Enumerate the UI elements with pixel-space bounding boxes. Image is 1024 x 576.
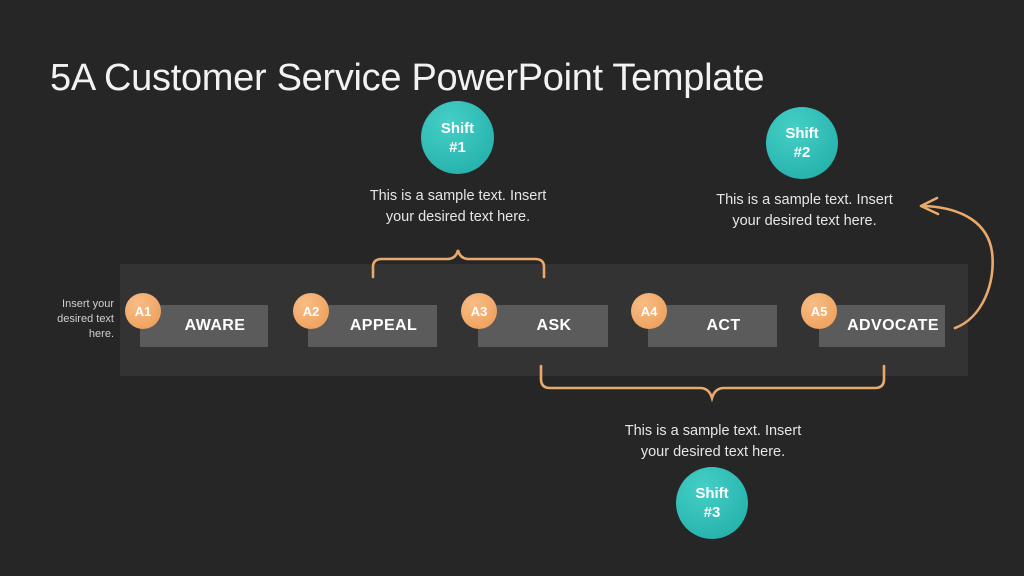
stage-label-act: ACT: [706, 317, 741, 334]
shift-1-label-line1: Shift: [440, 119, 475, 137]
shift-3-caption-line2: your desired text here.: [640, 444, 786, 460]
shift-1-label-line2: #1: [449, 138, 466, 156]
shift-2-caption: This is a sample text. Insert your desir…: [692, 190, 917, 232]
page-title: 5A Customer Service PowerPoint Template: [50, 57, 765, 100]
shift-2-label-line2: #2: [793, 144, 811, 161]
stage-label-advocate: ADVOCATE: [847, 317, 939, 334]
stage-box-advocate[interactable]: ADVOCATE: [819, 305, 945, 347]
shift-1-circle[interactable]: Shift #1: [421, 101, 494, 174]
stage-number-a1: A1: [134, 303, 152, 319]
stage-number-a4: A4: [640, 303, 658, 319]
stage-bubble-a5[interactable]: A5: [801, 293, 837, 329]
stage-bubble-a2[interactable]: A2: [293, 293, 329, 329]
shift-2-circle[interactable]: Shift #2: [766, 107, 838, 179]
stage-number-a5: A5: [810, 303, 828, 319]
shift-1-caption: This is a sample text. Insert your desir…: [337, 186, 579, 228]
shift-3-caption-line1: This is a sample text. Insert: [624, 423, 802, 439]
shift-3-circle[interactable]: Shift #3: [676, 467, 748, 539]
stage-bubble-a4[interactable]: A4: [631, 293, 667, 329]
shift-1-caption-line2: your desired text here.: [385, 209, 531, 225]
stage-box-act[interactable]: ACT: [648, 305, 777, 347]
stage-label-appeal: APPEAL: [349, 317, 418, 334]
stage-number-a3: A3: [470, 303, 488, 319]
stage-bubble-a1[interactable]: A1: [125, 293, 161, 329]
shift-2-label-line1: Shift: [785, 125, 819, 142]
shift-2-caption-line2: your desired text here.: [732, 213, 877, 229]
stage-label-ask: ASK: [536, 317, 572, 334]
shift-3-label-line1: Shift: [695, 485, 729, 502]
stage-label-aware: AWARE: [184, 317, 246, 334]
stage-bubble-a3[interactable]: A3: [461, 293, 497, 329]
stage-box-appeal[interactable]: APPEAL: [308, 305, 437, 347]
shift-3-label-line2: #3: [703, 504, 721, 521]
feedback-arrow-head-icon: [919, 196, 940, 216]
stage-box-aware[interactable]: AWARE: [140, 305, 268, 347]
shift-3-caption: This is a sample text. Insert your desir…: [592, 421, 834, 463]
shift-2-caption-line1: This is a sample text. Insert: [716, 192, 893, 208]
stage-number-a2: A2: [302, 303, 320, 319]
left-caption: Insert your desired text here.: [57, 298, 114, 340]
shift-1-caption-line1: This is a sample text. Insert: [369, 188, 547, 204]
stage-box-ask[interactable]: ASK: [478, 305, 608, 347]
